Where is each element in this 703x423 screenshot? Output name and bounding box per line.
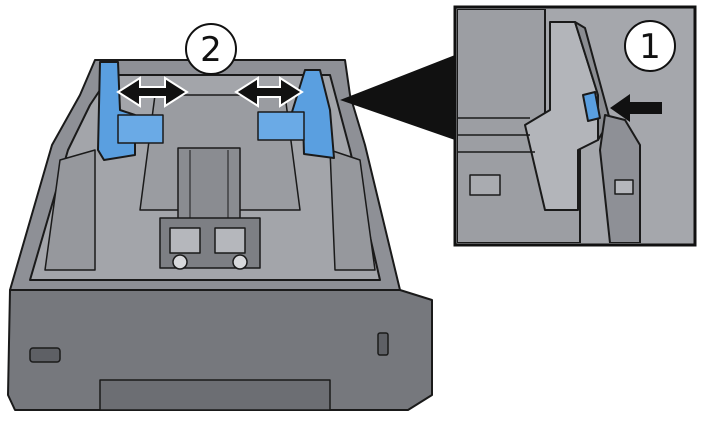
front-handle-left	[29, 347, 61, 363]
front-handle-right	[377, 332, 389, 356]
right-rail	[329, 149, 376, 271]
arrow-left-icon	[610, 94, 662, 122]
step-2-label: 2	[185, 23, 237, 75]
inset-blue-lock	[582, 91, 601, 122]
left-rail	[44, 149, 96, 271]
inset-detail: 1	[453, 5, 697, 247]
double-arrow-icon	[116, 76, 189, 108]
step-1-number: 1	[639, 27, 661, 67]
paper-tray	[7, 59, 433, 411]
callout-pointer	[340, 55, 455, 140]
step-1-label: 1	[624, 20, 676, 72]
double-arrow-icon	[234, 76, 304, 108]
tray-front-bottom	[99, 379, 331, 411]
inset-right-rail	[599, 114, 641, 243]
step-2-number: 2	[200, 30, 222, 70]
